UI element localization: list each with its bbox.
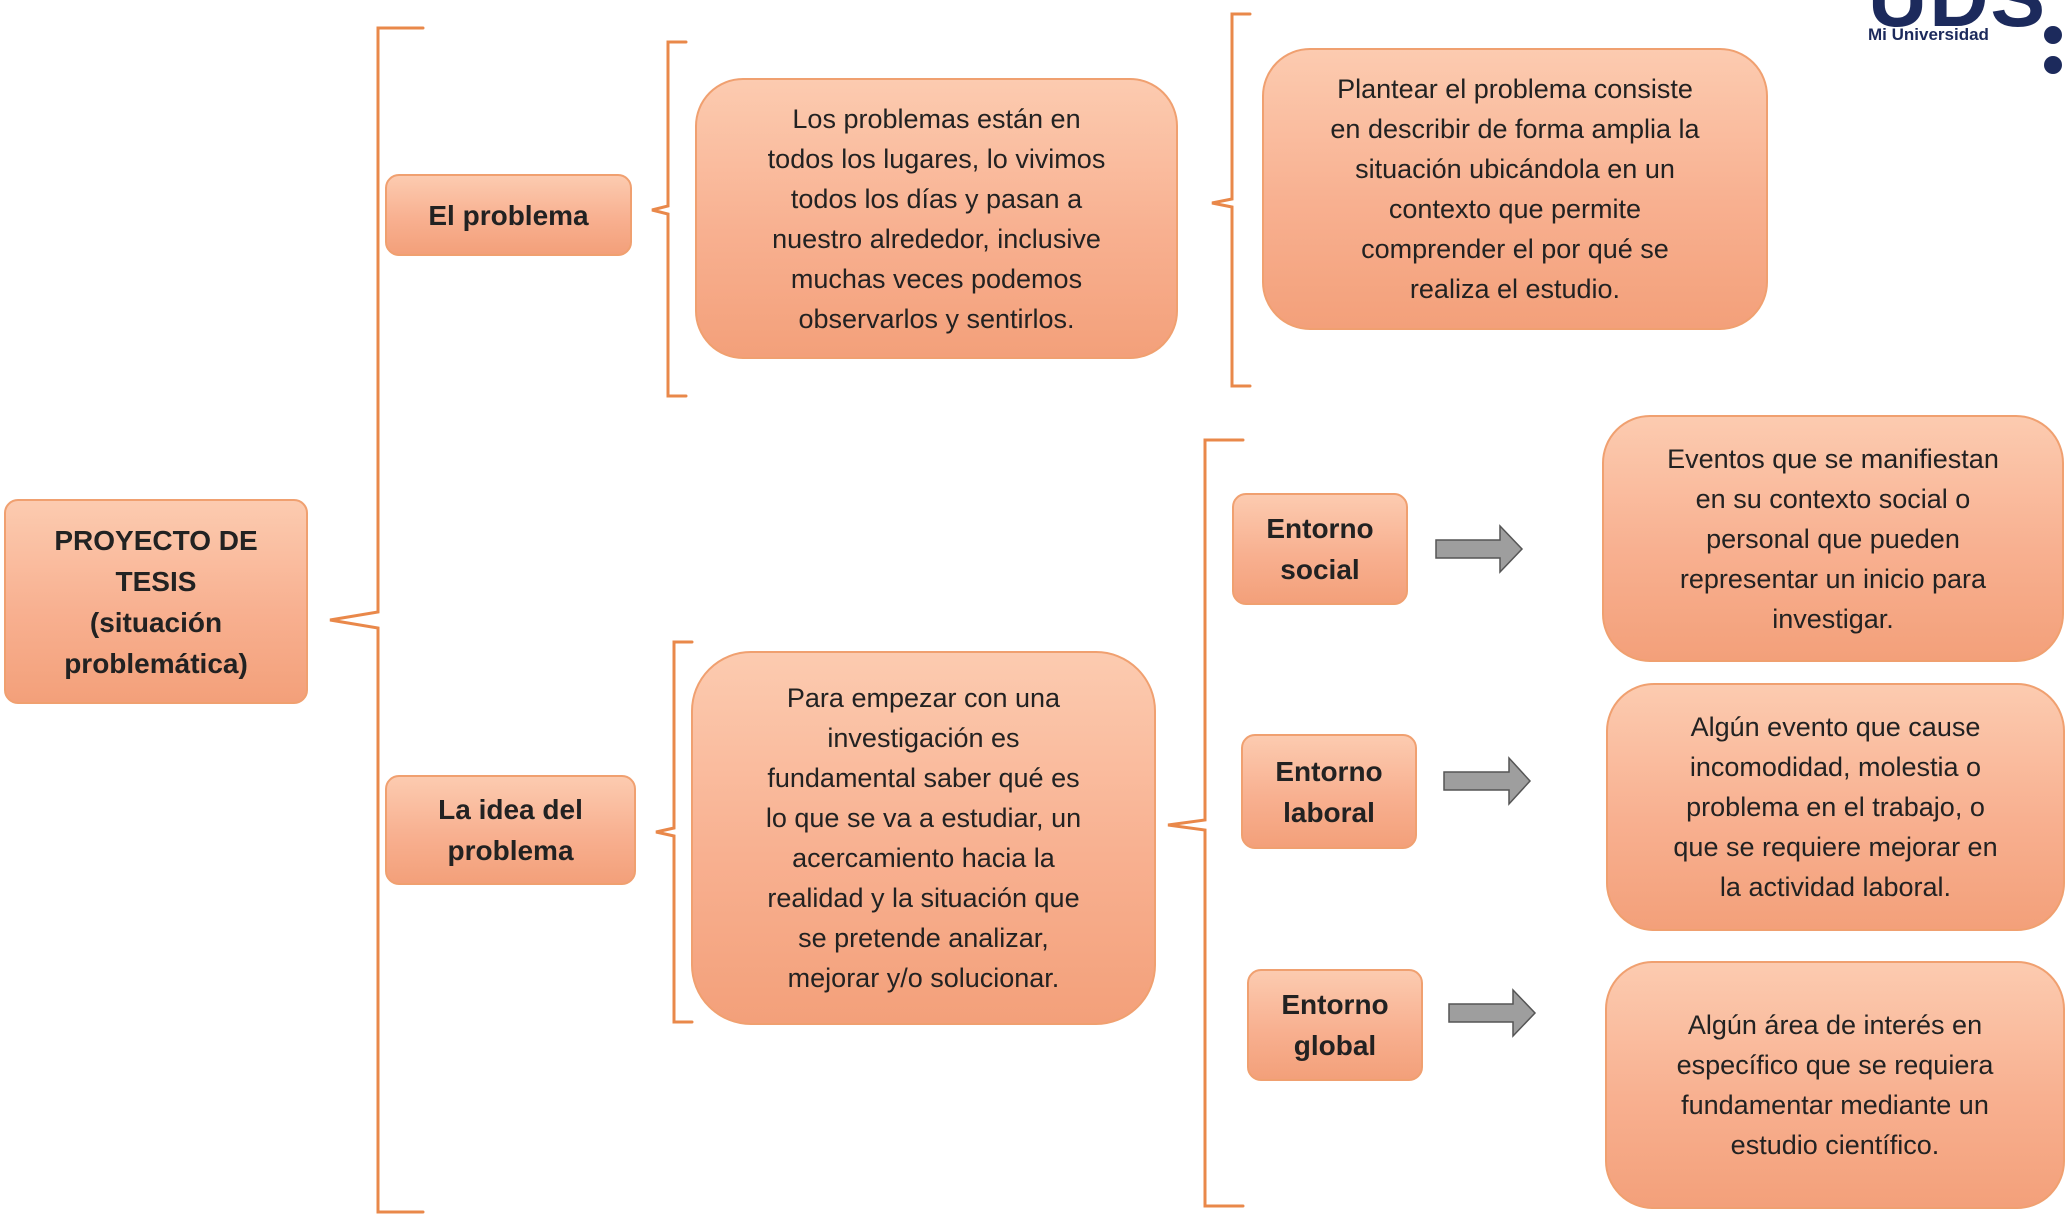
idea-desc-line: acercamiento hacia la bbox=[792, 843, 1055, 873]
entorno-desc-line: investigar. bbox=[1772, 603, 1894, 634]
definition-line: comprender el por qué se bbox=[1361, 234, 1669, 264]
entorno-desc-line: la actividad laboral. bbox=[1719, 872, 1952, 902]
entorno-global-desc-box: Algún área de interés en específico que … bbox=[1605, 961, 2065, 1209]
logo-subtitle: Mi Universidad bbox=[1868, 25, 1989, 44]
arrow-global bbox=[1448, 988, 1537, 1038]
desc-line: Los problemas están en bbox=[792, 103, 1081, 134]
idea-desc-line: lo que se va a estudiar, un bbox=[765, 803, 1082, 833]
logo-wordmark: UDS bbox=[1868, 0, 2047, 46]
idea-label-line: La idea del bbox=[438, 794, 583, 825]
idea-desc-line: realidad y la situación que bbox=[767, 883, 1080, 913]
entorno-desc-line: problema en el trabajo, o bbox=[1686, 792, 1985, 822]
el-problema-label: El problema bbox=[428, 199, 589, 231]
entorno-desc-line: fundamentar mediante un bbox=[1681, 1090, 1989, 1120]
entorno-social-box: Entorno social bbox=[1232, 493, 1408, 605]
entorno-desc-line: Algún área de interés en bbox=[1687, 1010, 1983, 1040]
entorno-desc-line: personal que pueden bbox=[1706, 523, 1960, 554]
entorno-laboral-box: Entorno laboral bbox=[1241, 734, 1417, 849]
entorno-label-line: Entorno bbox=[1275, 755, 1383, 787]
entorno-desc-line: específico que se requiera bbox=[1676, 1050, 1994, 1080]
entorno-label-line: global bbox=[1293, 1030, 1377, 1061]
idea-bracket bbox=[655, 640, 694, 1024]
entorno-label-line: laboral bbox=[1283, 796, 1375, 828]
arrow-social bbox=[1435, 524, 1524, 574]
entorno-desc-line: incomodidad, molestia o bbox=[1689, 752, 1982, 782]
uds-logo: UDS Mi Universidad bbox=[1868, 0, 2065, 110]
idea-label-line: problema bbox=[447, 835, 574, 866]
definition-line: realiza el estudio. bbox=[1409, 274, 1621, 304]
entorno-global-box: Entorno global bbox=[1247, 969, 1423, 1081]
definition-bracket bbox=[1211, 12, 1252, 388]
logo-dot-icon bbox=[2044, 26, 2062, 44]
definition-box: Plantear el problema consiste en describ… bbox=[1262, 48, 1768, 330]
el-problema-box: El problema bbox=[385, 174, 632, 256]
definition-line: contexto que permite bbox=[1388, 194, 1642, 224]
entorno-desc-line: representar un inicio para bbox=[1679, 563, 1987, 594]
entorno-social-desc-box: Eventos que se manifiestan en su context… bbox=[1602, 415, 2064, 662]
arrow-laboral bbox=[1443, 756, 1532, 806]
idea-desc-box: Para empezar con una investigación es fu… bbox=[691, 651, 1156, 1025]
definition-line: en describir de forma amplia la bbox=[1330, 114, 1700, 144]
entorno-desc-line: estudio científico. bbox=[1730, 1130, 1940, 1160]
el-problema-desc-box: Los problemas están en todos los lugares… bbox=[695, 78, 1178, 359]
idea-box: La idea del problema bbox=[385, 775, 636, 885]
idea-desc-line: investigación es bbox=[827, 723, 1020, 753]
problema-bracket bbox=[651, 40, 688, 398]
logo-dot-icon bbox=[2044, 56, 2062, 74]
root-box: PROYECTO DE TESIS (situación problemátic… bbox=[4, 499, 308, 704]
desc-line: muchas veces podemos bbox=[790, 263, 1083, 294]
entorno-desc-line: Eventos que se manifiestan bbox=[1667, 443, 1999, 474]
main-bracket bbox=[329, 26, 425, 1214]
root-line: PROYECTO DE bbox=[54, 524, 258, 556]
idea-desc-line: se pretende analizar, bbox=[798, 923, 1049, 953]
definition-line: Plantear el problema consiste bbox=[1337, 74, 1693, 104]
idea-desc-line: fundamental saber qué es bbox=[767, 763, 1080, 793]
desc-line: nuestro alrededor, inclusive bbox=[772, 223, 1101, 254]
desc-line: todos los días y pasan a bbox=[790, 183, 1083, 214]
idea-desc-line: Para empezar con una bbox=[786, 683, 1061, 713]
root-line: problemática) bbox=[64, 647, 248, 679]
definition-line: situación ubicándola en un bbox=[1355, 154, 1675, 184]
entornos-bracket bbox=[1167, 438, 1245, 1208]
desc-line: observarlos y sentirlos. bbox=[798, 303, 1075, 334]
root-line: TESIS bbox=[115, 565, 197, 597]
entorno-desc-line: Algún evento que cause bbox=[1690, 712, 1981, 742]
entorno-label-line: social bbox=[1280, 554, 1360, 585]
desc-line: todos los lugares, lo vivimos bbox=[767, 143, 1106, 174]
entorno-desc-line: que se requiere mejorar en bbox=[1673, 832, 1998, 862]
idea-desc-line: mejorar y/o solucionar. bbox=[787, 963, 1060, 993]
root-line: (situación bbox=[89, 606, 223, 638]
entorno-desc-line: en su contexto social o bbox=[1695, 483, 1971, 514]
entorno-label-line: Entorno bbox=[1266, 513, 1374, 544]
entorno-laboral-desc-box: Algún evento que cause incomodidad, mole… bbox=[1606, 683, 2065, 931]
entorno-label-line: Entorno bbox=[1281, 989, 1389, 1020]
